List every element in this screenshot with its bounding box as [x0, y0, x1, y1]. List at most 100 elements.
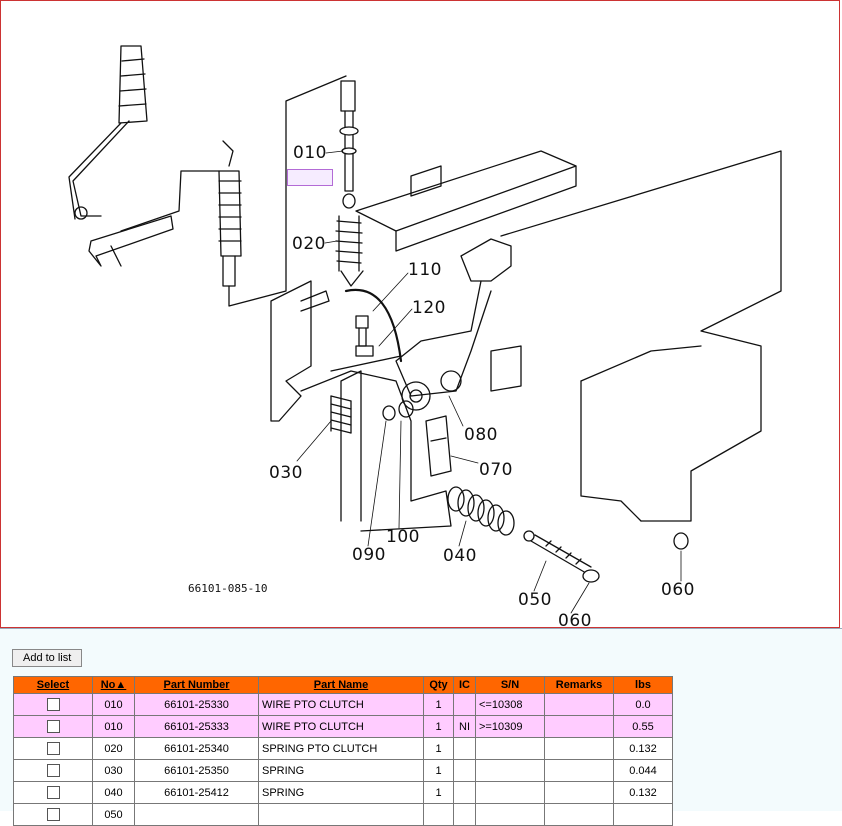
- cell-remarks: [544, 715, 614, 738]
- cell-sn: <=10308: [475, 693, 545, 716]
- cell-lbs: [613, 803, 673, 826]
- cell-remarks: [544, 759, 614, 782]
- callout-040[interactable]: 040: [443, 546, 477, 566]
- selected-callout-highlight[interactable]: [287, 169, 333, 186]
- header-no[interactable]: No▲: [92, 676, 135, 694]
- cell-sn: [475, 737, 545, 760]
- parts-list-panel: Add to list Select No▲ Part Number Part …: [0, 628, 842, 826]
- add-to-list-button[interactable]: Add to list: [12, 649, 83, 667]
- cell-ic: NI: [453, 715, 476, 738]
- pto-clutch-wire-010: [339, 80, 359, 209]
- cell-part-number: 66101-25333: [134, 715, 259, 738]
- table-row[interactable]: 010 66101-25333 WIRE PTO CLUTCH 1 NI >=1…: [13, 715, 673, 738]
- header-remarks: Remarks: [544, 676, 614, 694]
- cell-qty: 1: [423, 759, 454, 782]
- cell-ic: [453, 781, 476, 804]
- table-row[interactable]: 040 66101-25412 SPRING 1 0.132: [13, 781, 673, 804]
- cable-assembly-left: [120, 75, 347, 307]
- cell-ic: [453, 693, 476, 716]
- callout-050[interactable]: 050: [518, 590, 552, 610]
- callout-090[interactable]: 090: [352, 545, 386, 565]
- callout-010[interactable]: 010: [293, 143, 327, 163]
- exploded-view-drawing: [68, 45, 782, 614]
- cell-part-name: WIRE PTO CLUTCH: [258, 693, 424, 716]
- parts-table: Select No▲ Part Number Part Name Qty IC …: [13, 676, 673, 826]
- callout-110[interactable]: 110: [408, 260, 442, 280]
- cell-lbs: 0.0: [613, 693, 673, 716]
- parts-diagram: 010 020 110 120 030 080 070 100 090 040 …: [0, 0, 840, 628]
- cell-qty: 1: [423, 693, 454, 716]
- callout-030[interactable]: 030: [269, 463, 303, 483]
- cell-qty: 1: [423, 715, 454, 738]
- cell-lbs: 0.132: [613, 781, 673, 804]
- drawing-code: 66101-085-10: [188, 582, 268, 595]
- tractor-frame: [355, 150, 782, 522]
- nut-060: [582, 532, 689, 583]
- cell-no: 040: [92, 781, 135, 804]
- header-ic: IC: [453, 676, 476, 694]
- cell-sn: [475, 803, 545, 826]
- cell-qty: 1: [423, 781, 454, 804]
- cell-qty: 1: [423, 737, 454, 760]
- row-select-checkbox[interactable]: [46, 764, 60, 777]
- row-select-checkbox[interactable]: [46, 698, 60, 711]
- cell-remarks: [544, 803, 614, 826]
- callout-070[interactable]: 070: [479, 460, 513, 480]
- cell-remarks: [544, 693, 614, 716]
- pto-lever-handle: [68, 45, 174, 267]
- callout-020[interactable]: 020: [292, 234, 326, 254]
- bolt-120: [355, 315, 374, 357]
- cell-sn: >=10309: [475, 715, 545, 738]
- wire-110: [330, 288, 403, 372]
- rod-050: [523, 530, 592, 574]
- header-qty: Qty: [423, 676, 454, 694]
- row-select-checkbox[interactable]: [46, 720, 60, 733]
- cell-part-name: SPRING: [258, 759, 424, 782]
- cell-remarks: [544, 737, 614, 760]
- cell-ic: [453, 737, 476, 760]
- header-select[interactable]: Select: [13, 676, 93, 694]
- cell-remarks: [544, 781, 614, 804]
- cell-part-number: [134, 803, 259, 826]
- cell-ic: [453, 803, 476, 826]
- table-row[interactable]: 020 66101-25340 SPRING PTO CLUTCH 1 0.13…: [13, 737, 673, 760]
- table-row[interactable]: 050: [13, 803, 673, 826]
- cell-part-name: WIRE PTO CLUTCH: [258, 715, 424, 738]
- row-select-checkbox[interactable]: [46, 786, 60, 799]
- cell-part-name: SPRING: [258, 781, 424, 804]
- cell-lbs: 0.044: [613, 759, 673, 782]
- header-part-number[interactable]: Part Number: [134, 676, 259, 694]
- cell-part-name: SPRING PTO CLUTCH: [258, 737, 424, 760]
- table-row[interactable]: 030 66101-25350 SPRING 1 0.044: [13, 759, 673, 782]
- table-header-row: Select No▲ Part Number Part Name Qty IC …: [13, 676, 673, 694]
- table-row[interactable]: 010 66101-25330 WIRE PTO CLUTCH 1 <=1030…: [13, 693, 673, 716]
- cell-no: 020: [92, 737, 135, 760]
- cell-qty: [423, 803, 454, 826]
- cell-lbs: 0.55: [613, 715, 673, 738]
- mounting-bracket: [270, 280, 452, 532]
- pto-clutch-spring-020: [335, 215, 364, 287]
- cell-part-number: 66101-25412: [134, 781, 259, 804]
- header-part-name[interactable]: Part Name: [258, 676, 424, 694]
- spring-040: [447, 486, 515, 536]
- header-lbs: lbs: [613, 676, 673, 694]
- callout-080[interactable]: 080: [464, 425, 498, 445]
- cell-part-number: 66101-25340: [134, 737, 259, 760]
- cell-no: 010: [92, 693, 135, 716]
- callout-120[interactable]: 120: [412, 298, 446, 318]
- cell-no: 010: [92, 715, 135, 738]
- cell-sn: [475, 759, 545, 782]
- callout-060[interactable]: 060: [661, 580, 695, 600]
- cell-sn: [475, 781, 545, 804]
- cell-no: 050: [92, 803, 135, 826]
- callout-060[interactable]: 060: [558, 611, 592, 628]
- row-select-checkbox[interactable]: [46, 742, 60, 755]
- cell-ic: [453, 759, 476, 782]
- cell-no: 030: [92, 759, 135, 782]
- callout-100[interactable]: 100: [386, 527, 420, 547]
- washer-090-100: [382, 400, 414, 421]
- cell-part-number: 66101-25330: [134, 693, 259, 716]
- leader-lines: [296, 150, 682, 614]
- cell-part-name: [258, 803, 424, 826]
- row-select-checkbox[interactable]: [46, 808, 60, 821]
